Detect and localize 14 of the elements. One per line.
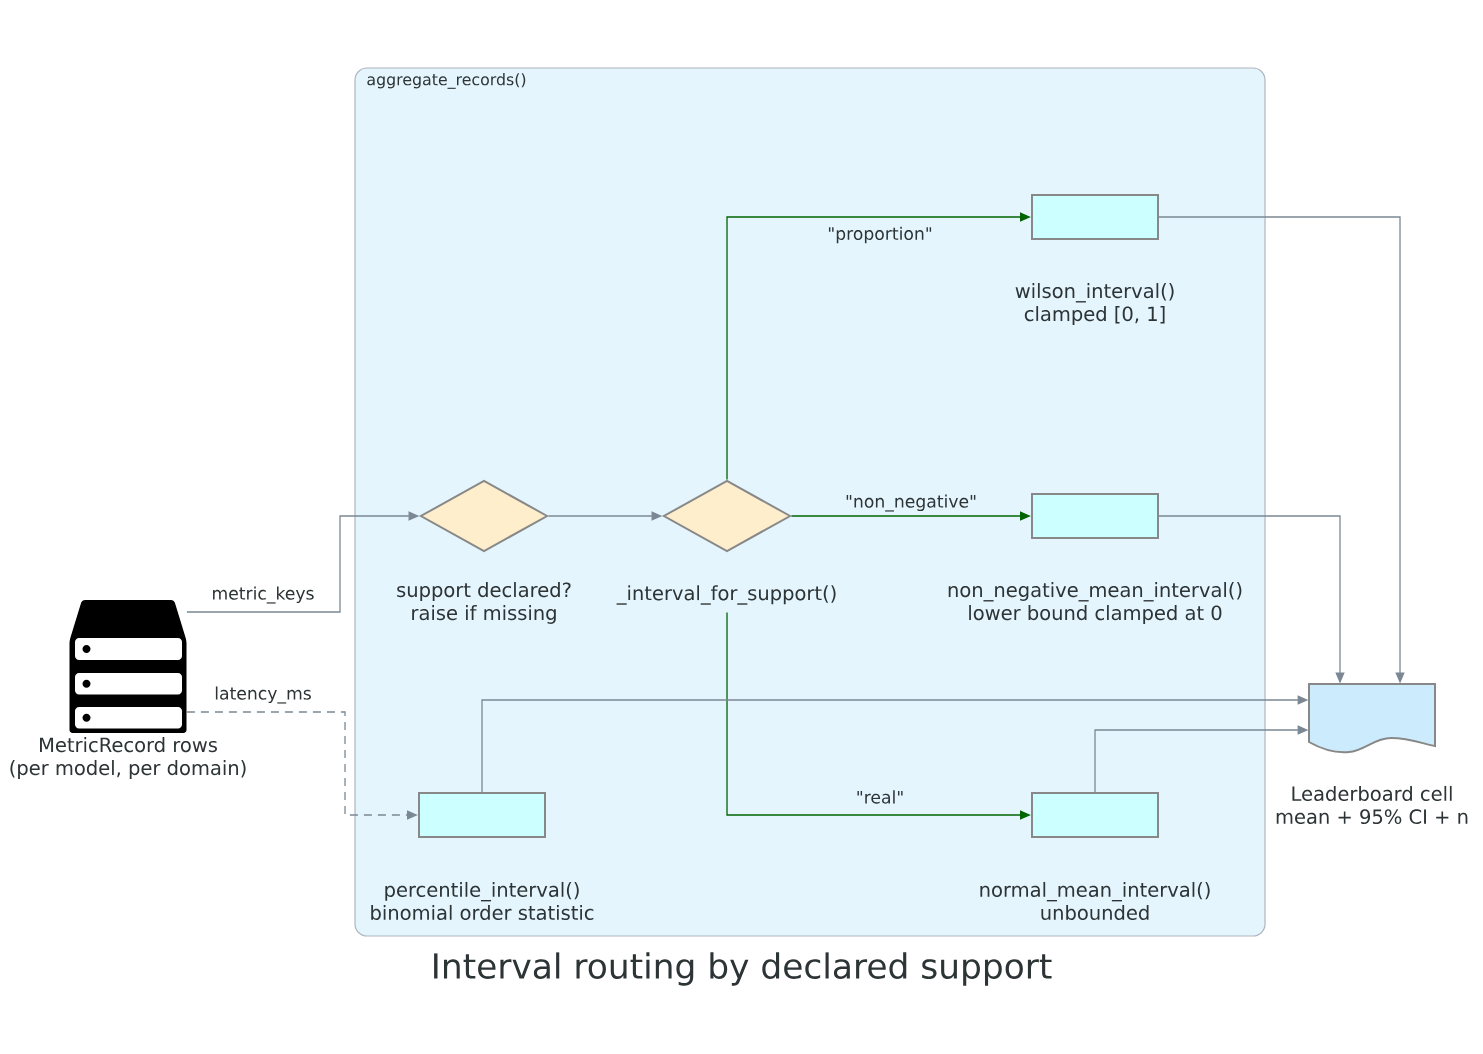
node-label: support declared? raise if missing xyxy=(397,582,571,624)
edge-label: "real" xyxy=(852,787,908,807)
node-label: non_negative_mean_interval() lower bound clamped at 0 xyxy=(948,582,1242,624)
edge-label: "proportion" xyxy=(824,223,936,247)
edge-label: "non_negative" xyxy=(842,491,980,515)
node-label: _interval_for_support() xyxy=(616,585,836,605)
node-label: wilson_interval() clamped [0, 1] xyxy=(1015,283,1174,325)
node-label: normal_mean_interval() unbounded xyxy=(980,881,1210,921)
node-label: MetricRecord rows (per model, per domain) xyxy=(10,737,246,779)
edge-label: metric_keys xyxy=(208,583,318,607)
title: Interval routing by declared support xyxy=(434,952,1052,986)
edge-label: latency_ms xyxy=(211,683,315,707)
node-label: percentile_interval() binomial order statistic xyxy=(371,881,594,921)
node-label: Leaderboard cell mean + 95% CI + n xyxy=(1276,785,1468,825)
